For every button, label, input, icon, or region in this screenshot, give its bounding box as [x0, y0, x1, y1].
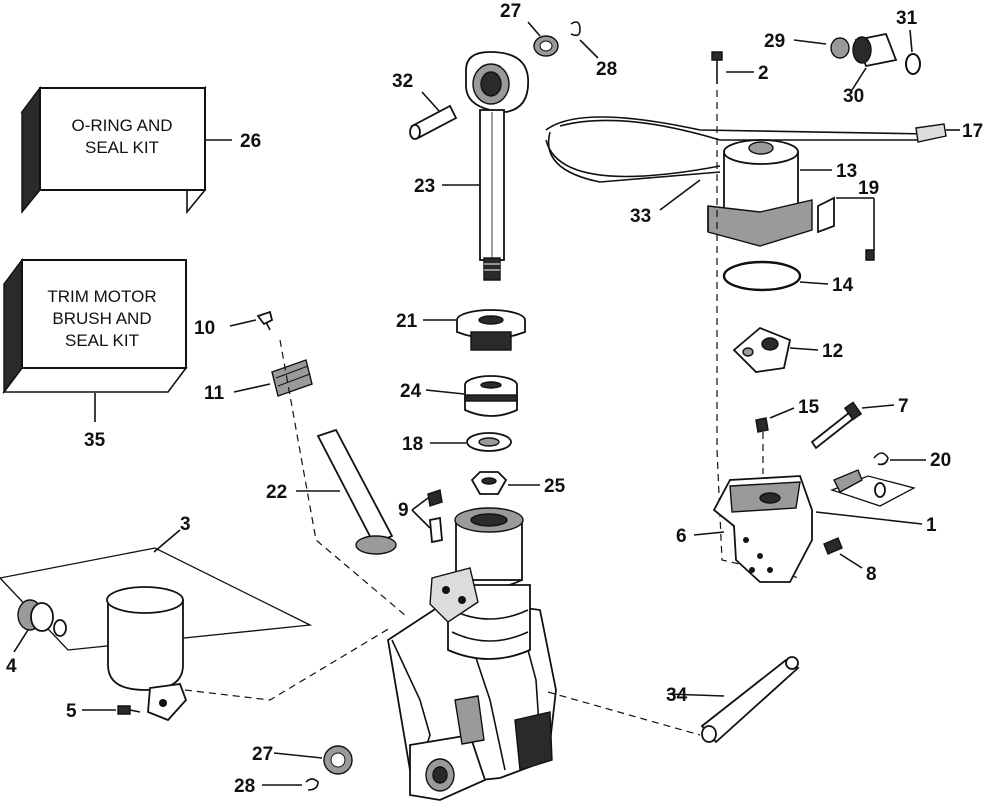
callout-4: 4 [6, 656, 17, 677]
trim-motor [545, 51, 947, 579]
callout-1: 1 [926, 515, 937, 536]
bushing-bottom [305, 745, 353, 791]
callout-27-bottom: 27 [252, 744, 273, 765]
callout-6: 6 [676, 526, 687, 547]
callout-9: 9 [398, 500, 409, 521]
callout-28-top: 28 [596, 59, 617, 80]
callout-33: 33 [630, 206, 651, 227]
callout-29: 29 [764, 31, 785, 52]
callout-30: 30 [843, 86, 864, 107]
callout-35: 35 [84, 430, 106, 451]
leader-lines [13, 21, 960, 786]
kit-box-oring-seal: O-RING AND SEAL KIT 26 [20, 85, 261, 215]
reservoir-assembly [0, 547, 391, 722]
callout-14: 14 [832, 275, 854, 296]
callout-25: 25 [544, 476, 566, 497]
callout-10: 10 [194, 318, 215, 339]
cylinder-tube [256, 310, 443, 617]
callout-8: 8 [866, 564, 877, 585]
callout-12: 12 [822, 341, 843, 362]
callout-2: 2 [758, 63, 769, 84]
callout-23: 23 [414, 176, 435, 197]
callout-19: 19 [858, 178, 879, 199]
callout-26: 26 [240, 131, 261, 152]
piston-rod-assembly [409, 21, 581, 281]
callout-32: 32 [392, 71, 413, 92]
pump-body [712, 401, 916, 583]
callout-24: 24 [400, 381, 422, 402]
callout-13: 13 [836, 161, 857, 182]
callout-11: 11 [204, 383, 225, 404]
callout-31: 31 [896, 8, 918, 29]
kit-label-line-2: SEAL KIT [85, 138, 159, 157]
callout-17: 17 [962, 121, 983, 142]
callout-27-top: 27 [500, 1, 521, 22]
callout-21: 21 [396, 311, 418, 332]
callout-labels: 27 28 32 23 21 24 18 25 22 10 11 9 3 4 5… [6, 1, 983, 797]
callout-22: 22 [266, 482, 287, 503]
callout-20: 20 [930, 450, 951, 471]
valve-parts-top-right [830, 32, 921, 75]
kit-label-line-1: O-RING AND [71, 116, 172, 135]
callout-3: 3 [180, 514, 191, 535]
shaft-34 [700, 656, 800, 744]
callout-7: 7 [898, 396, 909, 417]
callout-28-bottom: 28 [234, 776, 255, 797]
piston-stack [456, 309, 526, 495]
cylinder-housing [387, 507, 701, 801]
callout-5: 5 [66, 701, 77, 722]
valve-12 [732, 326, 792, 373]
callout-34: 34 [666, 685, 688, 706]
kit-label-line-1: TRIM MOTOR [47, 287, 156, 306]
kit-label-line-2: BRUSH AND [52, 309, 151, 328]
kit-label-line-3: SEAL KIT [65, 331, 139, 350]
callout-18: 18 [402, 434, 423, 455]
kit-box-trim-motor: TRIM MOTOR BRUSH AND SEAL KIT 35 [2, 257, 188, 451]
callout-15: 15 [798, 397, 820, 418]
